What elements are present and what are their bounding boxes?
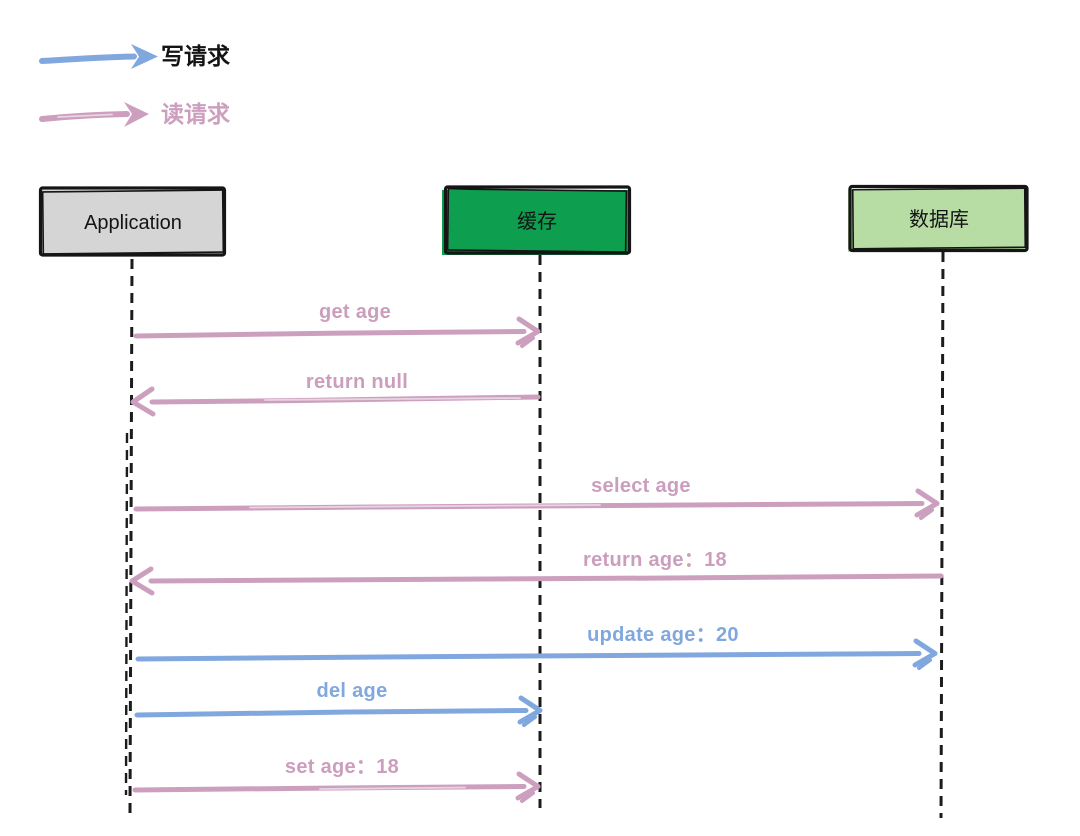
update-age-arrow-head-icon [912,638,938,668]
database-lifeline [939,251,945,819]
select-age-arrow-highlight [249,504,601,509]
application-box-fill [42,190,223,254]
get-age-label: get age [319,301,391,323]
set-age-arrow-highlight [319,786,466,790]
legend-write-label: 写请求 [161,43,230,69]
cache-label: 缓存 [517,210,557,233]
message-return-null: return null [130,371,541,417]
select-age-arrow-head-icon [914,488,940,518]
select-age-arrow-head-tick [919,508,934,520]
actor-application: Application [38,186,227,257]
get-age-arrow-head-tick [520,336,535,348]
write-arrow-head-icon [131,44,158,69]
message-del-age: del age [134,680,543,727]
del-age-arrow-head-icon [517,695,543,725]
application-box-border [38,186,227,257]
cache-box-border [443,185,632,255]
cache-box-fill [442,190,628,255]
return-age-arrow-head-icon [129,566,155,596]
legend-read-request: 读请求 [39,101,230,127]
database-box-border [848,184,1029,253]
update-age-arrow-line [135,651,922,662]
update-age-label: update age：20 [587,624,739,646]
return-null-arrow-highlight [264,397,521,401]
del-age-label: del age [316,680,387,702]
read-arrow-highlight [57,113,113,118]
update-age-arrow-head-tick [917,658,932,670]
del-age-arrow-head-tick [522,715,537,727]
return-age-arrow-line [148,573,944,584]
get-age-arrow-line [133,329,527,339]
message-set-age: set age：18 [132,756,541,803]
select-age-label: select age [591,475,691,497]
set-age-label: set age：18 [285,756,399,778]
database-label: 数据库 [909,208,969,231]
actor-cache: 缓存 [442,185,632,255]
message-return-age: return age：18 [129,549,944,596]
application-lifeline-overdraw [124,432,129,796]
database-box-border-sketch [851,187,1027,250]
application-label: Application [84,212,182,234]
set-age-arrow-head-tick [520,791,535,803]
legend-write-request: 写请求 [39,43,230,69]
message-select-age: select age [133,475,940,520]
message-update-age: update age：20 [135,624,938,670]
lifelines [124,251,945,819]
write-arrow-line [39,53,137,64]
return-age-label: return age：18 [583,549,727,571]
actor-database: 数据库 [848,184,1029,253]
del-age-arrow-line [134,708,529,718]
cache-box-border-sketch [446,188,628,253]
set-age-arrow-head-icon [515,771,541,801]
legend: 写请求 读请求 [39,43,230,127]
return-null-arrow-head-icon [130,386,156,417]
return-null-label: return null [306,371,408,393]
get-age-arrow-head-icon [515,316,541,346]
database-box-fill [848,189,1026,252]
message-get-age: get age [133,301,541,348]
legend-read-label: 读请求 [161,101,230,127]
application-lifeline [128,258,134,814]
application-box-border-sketch [41,189,225,255]
read-arrow-head-icon [124,102,149,127]
